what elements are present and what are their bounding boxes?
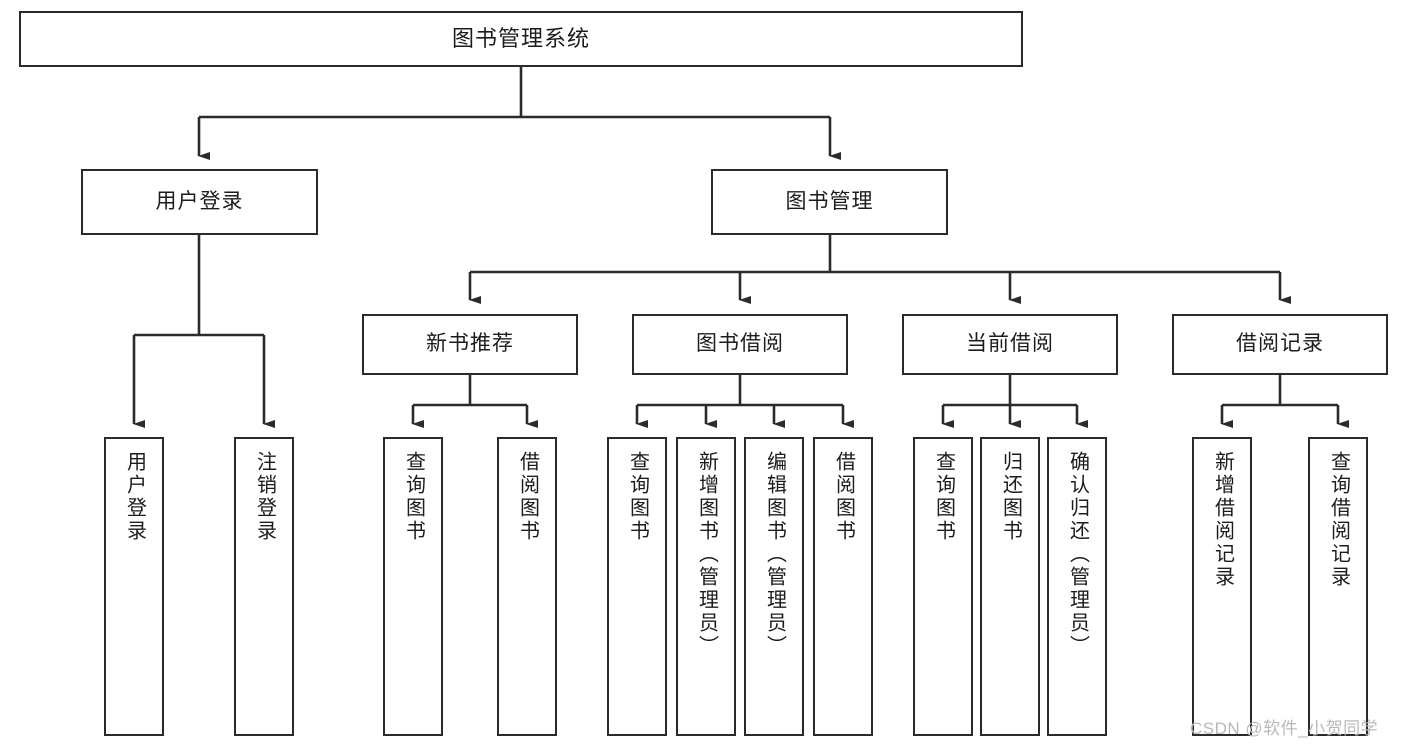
node-new-book-recommend[interactable]: 新书推荐: [362, 314, 578, 375]
leaf-query-book-recommend[interactable]: 查询图书: [383, 437, 443, 736]
node-book-borrow[interactable]: 图书借阅: [632, 314, 848, 375]
leaf-borrow-book[interactable]: 借阅图书: [813, 437, 873, 736]
leaf-add-book-admin[interactable]: 新增图书（管理员）: [676, 437, 736, 736]
leaf-return-book[interactable]: 归还图书: [980, 437, 1040, 736]
leaf-label: 注销登录: [253, 451, 276, 543]
node-book-management[interactable]: 图书管理: [711, 169, 948, 235]
leaf-query-book-borrow[interactable]: 查询图书: [607, 437, 667, 736]
leaf-query-book-current[interactable]: 查询图书: [913, 437, 973, 736]
leaf-edit-book-admin[interactable]: 编辑图书（管理员）: [744, 437, 804, 736]
node-label: 用户登录: [155, 189, 244, 213]
node-root[interactable]: 图书管理系统: [19, 11, 1023, 67]
leaf-label: 借阅图书: [832, 451, 855, 543]
leaf-label: 借阅图书: [516, 451, 539, 543]
node-label: 新书推荐: [426, 332, 514, 356]
node-label: 图书管理: [785, 189, 874, 213]
leaf-confirm-return-admin[interactable]: 确认归还（管理员）: [1047, 437, 1107, 736]
leaf-logout[interactable]: 注销登录: [234, 437, 294, 736]
leaf-label: 查询借阅记录: [1327, 451, 1350, 589]
leaf-label: 归还图书: [999, 451, 1022, 543]
leaf-label: 确认归还（管理员）: [1066, 451, 1089, 658]
leaf-label: 用户登录: [123, 451, 146, 543]
leaf-label: 查询图书: [932, 451, 955, 543]
node-user-login[interactable]: 用户登录: [81, 169, 318, 235]
leaf-query-borrow-record[interactable]: 查询借阅记录: [1308, 437, 1368, 736]
leaf-borrow-book-recommend[interactable]: 借阅图书: [497, 437, 557, 736]
node-root-label: 图书管理系统: [451, 26, 590, 52]
leaf-label: 新增图书（管理员）: [695, 451, 718, 658]
leaf-label: 编辑图书（管理员）: [763, 451, 786, 658]
leaf-label: 查询图书: [402, 451, 425, 543]
leaf-label: 查询图书: [626, 451, 649, 543]
node-label: 借阅记录: [1236, 332, 1324, 356]
node-label: 图书借阅: [696, 332, 784, 356]
leaf-add-borrow-record[interactable]: 新增借阅记录: [1192, 437, 1252, 736]
node-label: 当前借阅: [966, 332, 1054, 356]
leaf-label: 新增借阅记录: [1211, 451, 1234, 589]
leaf-user-login[interactable]: 用户登录: [104, 437, 164, 736]
node-borrow-records[interactable]: 借阅记录: [1172, 314, 1388, 375]
node-current-borrow[interactable]: 当前借阅: [902, 314, 1118, 375]
